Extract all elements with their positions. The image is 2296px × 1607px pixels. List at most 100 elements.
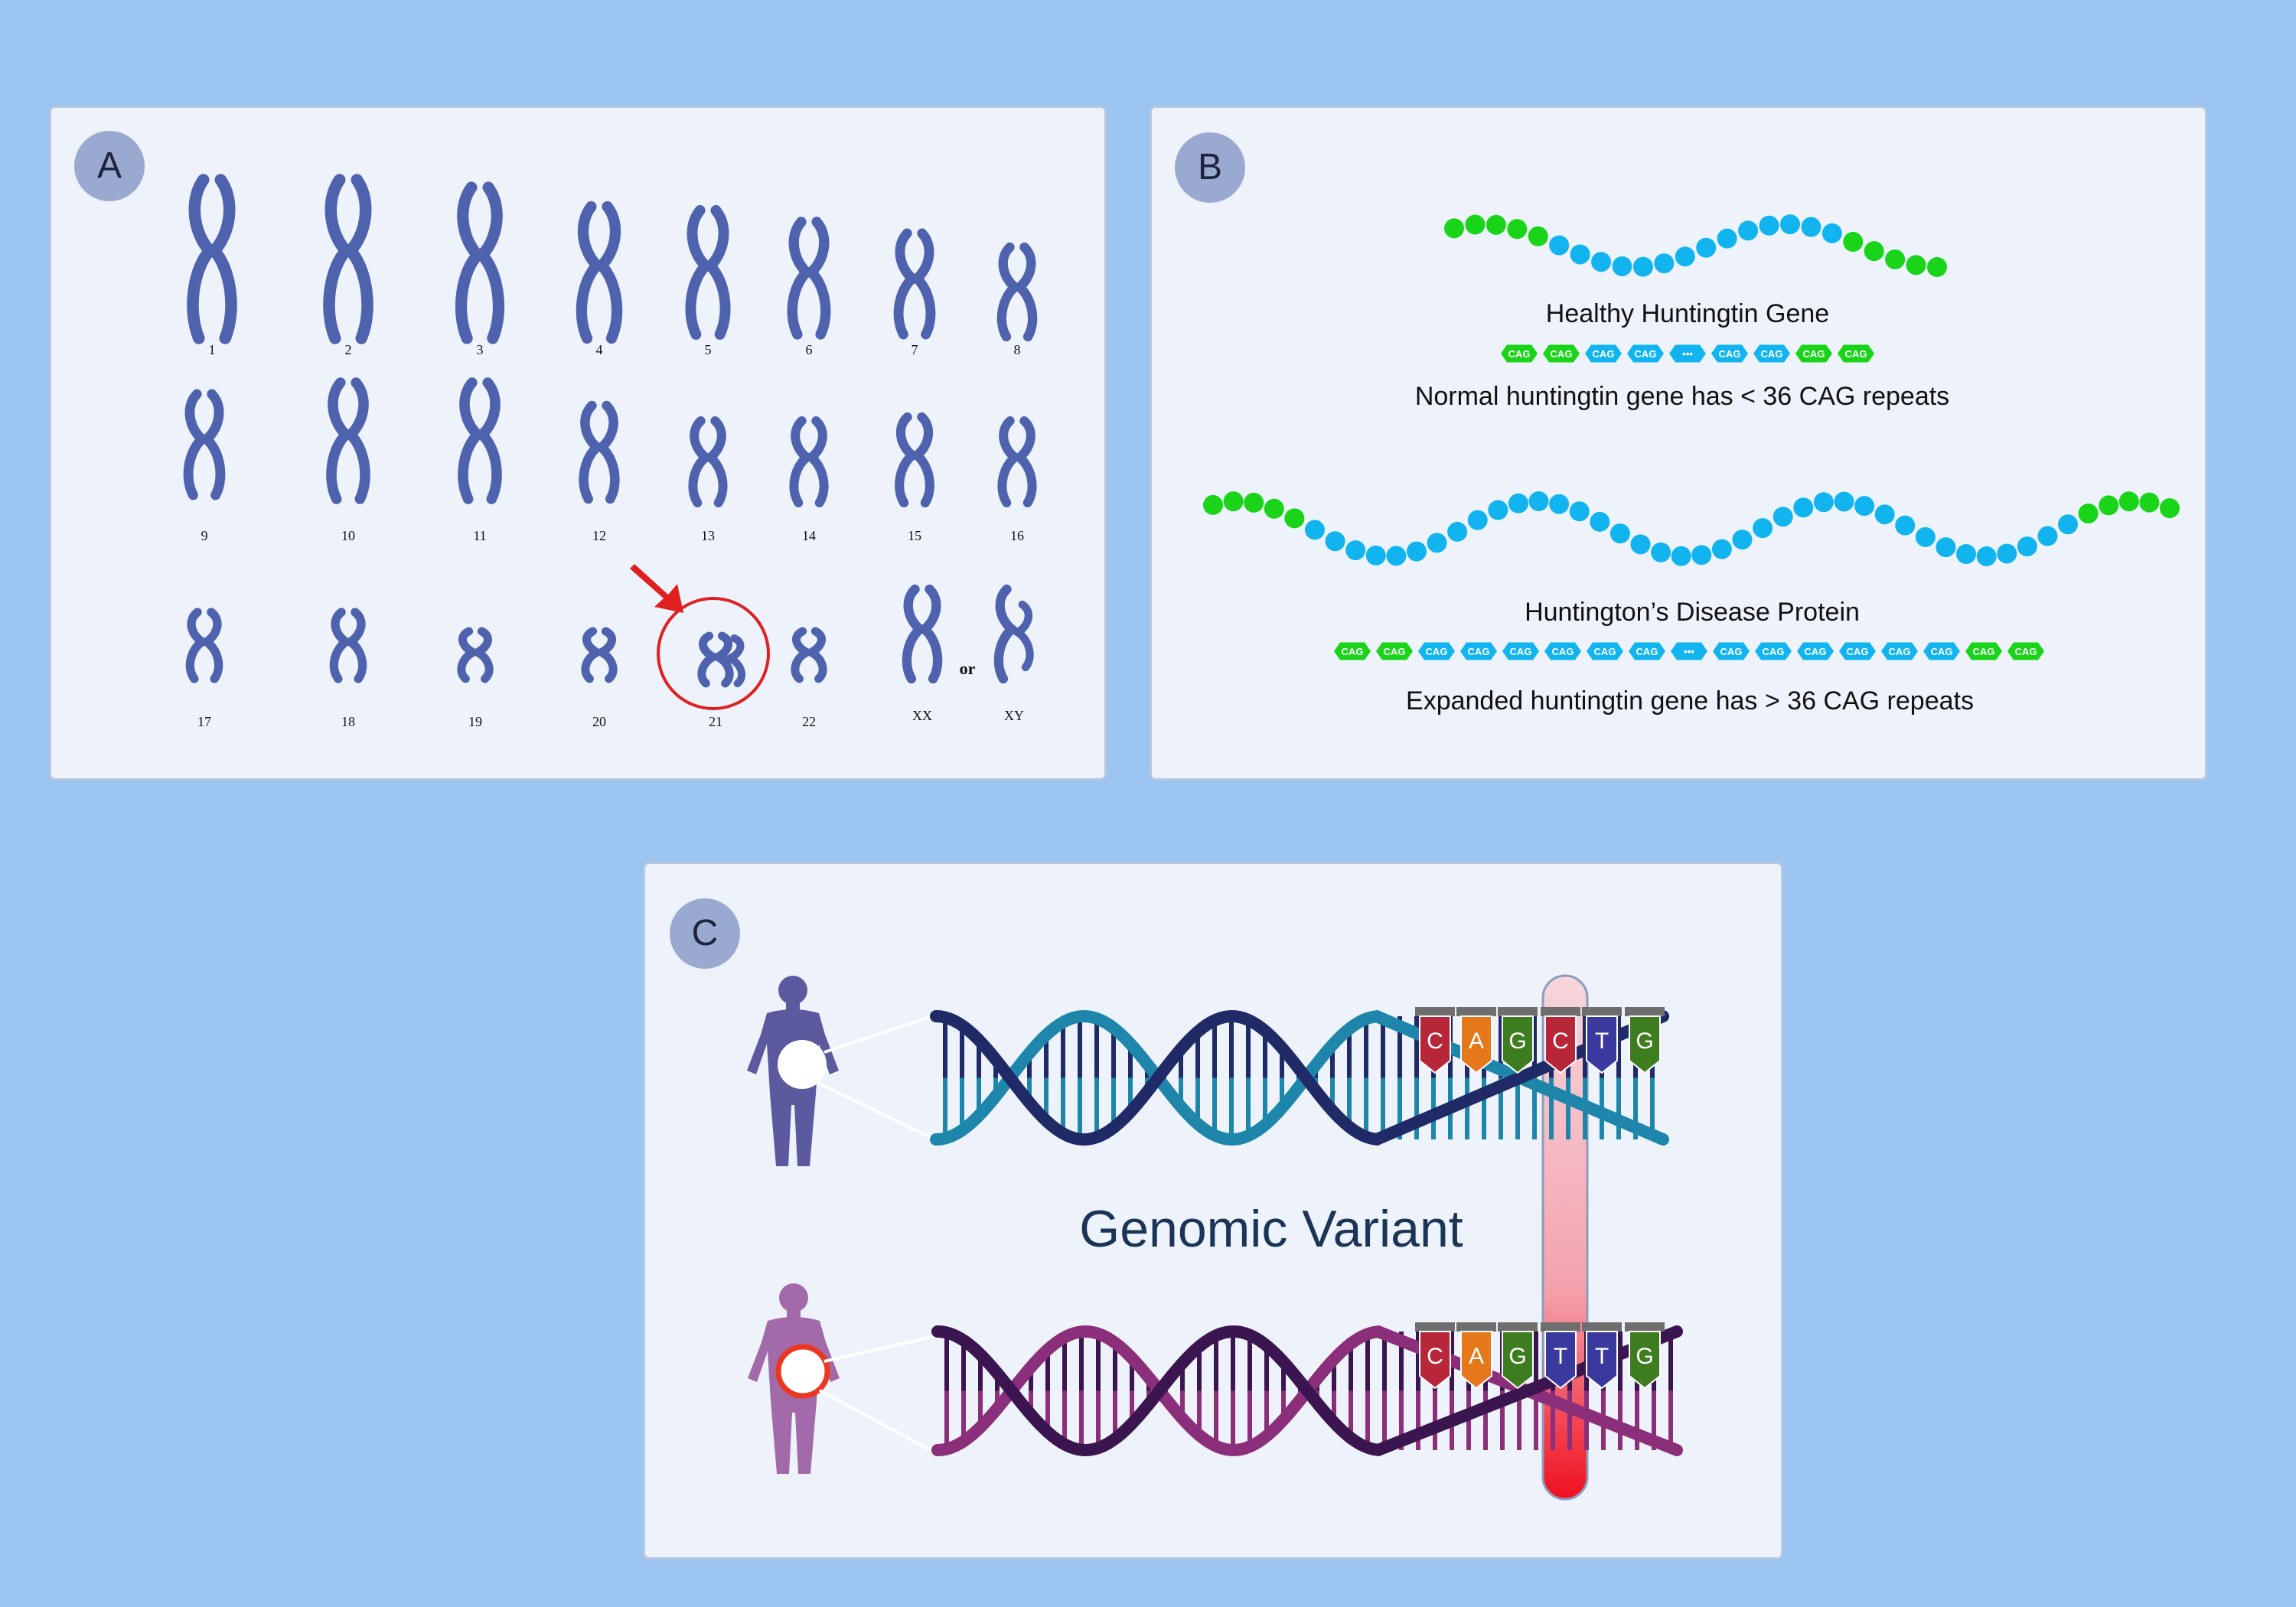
amino-acid-bead [1203,494,1223,515]
nucleotide-cap [1582,1322,1622,1332]
nucleotide-cap [1541,1322,1580,1332]
chromosome-pair-21 [697,631,746,688]
amino-acid-bead [1465,214,1486,235]
cag-repeat-label: CAG [1973,646,1995,657]
amino-acid-bead [1447,521,1468,542]
cag-repeat-label: CAG [1636,646,1658,657]
amino-acid-bead [1821,223,1842,243]
chromosome [703,416,728,508]
chromosome-pair-8 [996,242,1038,342]
disease-protein-chain [1203,491,2180,566]
cag-repeat [1881,642,1918,660]
nucleotide-label: C [1427,1028,1443,1054]
amino-acid-bead [1671,546,1691,566]
amino-acid-bead [1325,531,1345,552]
trisomy-21-highlight-circle [657,597,770,710]
nucleotide-label: A [1469,1344,1484,1369]
nucleotide-label: T [1554,1344,1567,1369]
amino-acid-bead [1773,507,1793,527]
amino-acid-bead [1696,237,1717,258]
chromosome-label: 13 [701,528,715,543]
amino-acid-bead [1365,545,1386,566]
chromosome [1012,242,1038,342]
cag-repeat [1713,642,1750,660]
chromosome-label: 20 [592,714,606,729]
chromosome [917,584,943,684]
person-head [779,1283,808,1312]
chromosome-label: 4 [596,342,603,357]
nucleotide-cap [1415,1322,1455,1332]
nucleotide-c [1544,1015,1577,1074]
amino-acid-bead [1244,492,1264,513]
panel-b-huntingtin: B Healthy Huntingtin Gene Normal hunting… [1150,106,2207,781]
amino-acid-bead [1654,253,1675,274]
nucleotide-cap [1415,1007,1455,1016]
chromosome-label: 16 [1010,528,1024,543]
disease-protein-title: Huntington’s Disease Protein [1525,598,1860,627]
amino-acid-bead [1711,539,1732,559]
cag-repeat-label: CAG [1552,646,1574,657]
chromosome-pair-19 [457,627,494,683]
chromosome [342,608,367,683]
cag-repeat [1587,642,1623,660]
cag-repeat [1923,642,1960,660]
chromosome [801,627,827,683]
chromosome-label: 3 [477,342,484,357]
chromosome-pair-20 [581,627,618,683]
chromosome [581,627,607,683]
chromosome [579,400,605,504]
chromosome [787,217,815,340]
chromosome [455,181,486,344]
chromosome-pair-xx [902,584,943,684]
amino-acid-bead [1507,219,1528,240]
nucleotide-a [1460,1331,1492,1390]
amino-acid-bead [1486,214,1506,235]
cag-repeat [1502,642,1539,660]
nucleotide-label: G [1508,1028,1526,1054]
amino-acid-bead [1779,214,1800,235]
chromosome [1012,416,1037,508]
chromosome [474,377,502,504]
amino-acid-bead [1997,543,2017,564]
cag-repeat [1755,642,1792,660]
chromosome [804,416,829,508]
cag-repeat-label: CAG [1384,646,1406,657]
chromosome-pair-5 [685,205,731,340]
cag-repeat [1543,344,1580,363]
chromosome [791,627,817,683]
amino-acid-bead [1691,545,1712,566]
chromosome [206,174,237,344]
cag-repeat-label: CAG [1468,646,1490,657]
chromosome [187,174,218,344]
nucleotide-g [1502,1015,1534,1074]
chromosome-label: 19 [468,714,482,729]
healthy-protein-chain [1444,214,1947,277]
nucleotide-c [1419,1015,1451,1074]
chromosome [708,631,734,688]
chromosome-label: 6 [806,342,813,357]
chromosome-label: 21 [709,714,722,729]
amino-acid-bead [1732,530,1753,550]
chromosome [468,627,494,683]
nucleotide-g [1629,1331,1661,1390]
or-label: or [960,659,976,678]
zoom-line [817,1081,935,1141]
chromosome [902,584,928,684]
cag-repeat-label: CAG [1720,646,1743,657]
amino-acid-bead [1427,533,1447,553]
chromosome [329,608,354,683]
nucleotide-a [1460,1015,1492,1074]
chromosome-label: 15 [908,528,921,543]
cag-repeat-label: CAG [1594,646,1616,657]
nucleotide-label: G [1636,1344,1653,1369]
chromosome [895,412,920,508]
chromosome-pair-3 [455,181,505,344]
nucleotide-t [1544,1331,1577,1390]
person-head [778,976,807,1005]
chromosome [323,174,354,344]
chromosome-pair-10 [326,377,370,504]
amino-acid-bead [1813,492,1834,513]
nucleotide-cap [1456,1322,1496,1332]
